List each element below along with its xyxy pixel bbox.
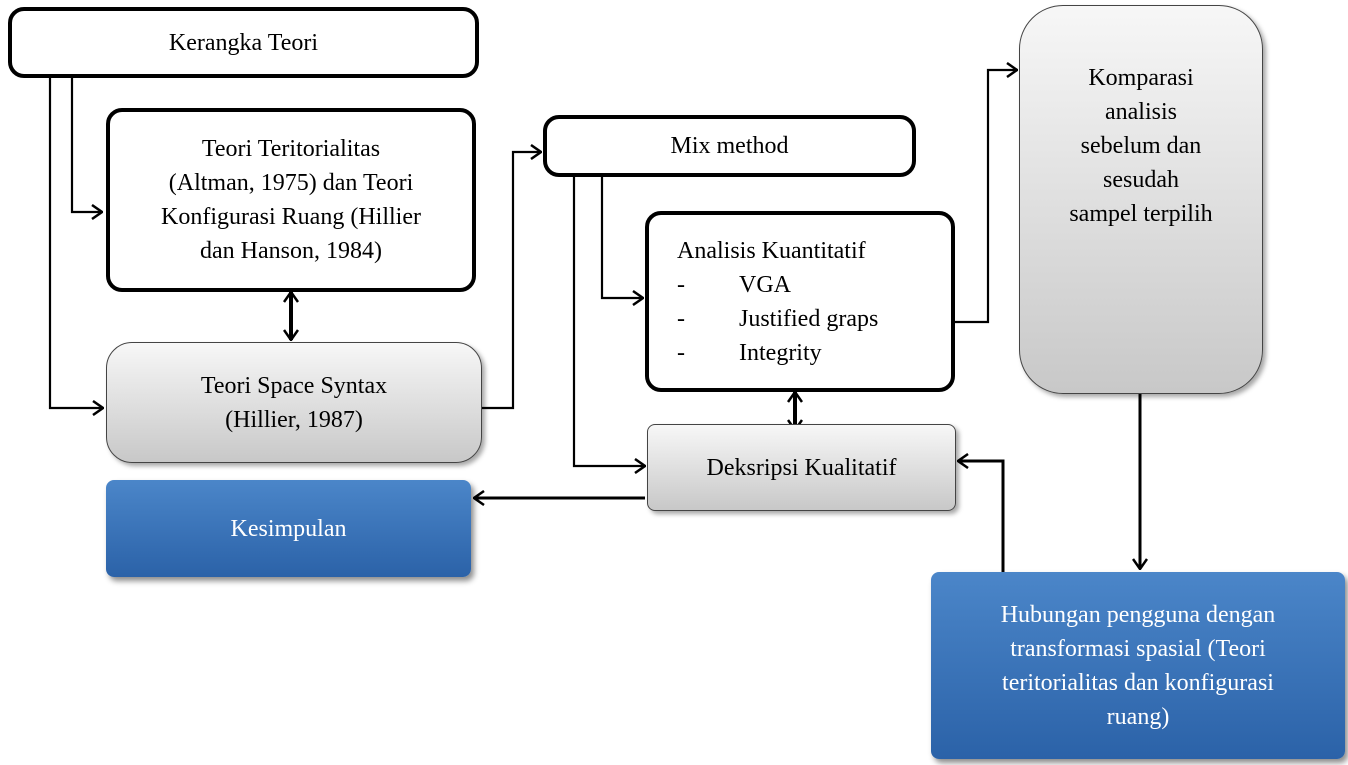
node-line: Komparasi (1088, 65, 1194, 91)
node-line: dan Hanson, 1984) (200, 238, 382, 264)
node-line: (Hillier, 1987) (225, 406, 363, 433)
bullet-dash: - (677, 339, 685, 366)
arrow-mix-method-to-kualitatif (572, 177, 645, 466)
node-mix-method: Mix method (543, 115, 916, 177)
list-item: - VGA (677, 268, 791, 302)
node-label: Deksripsi Kualitatif (706, 454, 897, 481)
node-kerangka-teori: Kerangka Teori (8, 7, 479, 78)
node-teori-teritorialitas: Teori Teritorialitas (Altman, 1975) dan … (106, 108, 476, 292)
node-line: analisis (1105, 99, 1177, 125)
node-line: sesudah (1103, 167, 1179, 193)
list-item: - Integrity (677, 336, 822, 370)
arrow-kuantitatif-to-komparasi (955, 70, 1017, 324)
list-item-label: Integrity (739, 339, 822, 366)
node-line: sampel terpilih (1069, 201, 1213, 227)
node-hubungan-pengguna: Hubungan pengguna dengan transformasi sp… (931, 572, 1345, 759)
list-item-label: Justified graps (739, 305, 879, 332)
node-line: Konfigurasi Ruang (Hillier (161, 204, 421, 230)
node-line: Teori Teritorialitas (201, 136, 381, 162)
node-teori-space-syntax: Teori Space Syntax (Hillier, 1987) (106, 342, 482, 463)
node-kesimpulan: Kesimpulan (106, 480, 471, 577)
node-line: ruang) (1106, 703, 1170, 730)
bullet-dash: - (677, 305, 685, 332)
node-title: Analisis Kuantitatif (677, 237, 866, 264)
node-line: sebelum dan (1080, 133, 1202, 159)
node-komparasi: Komparasi analisis sebelum dan sesudah s… (1019, 5, 1263, 394)
node-deskripsi-kualitatif: Deksripsi Kualitatif (647, 424, 956, 511)
bullet-dash: - (677, 271, 685, 298)
arrow-mix-method-to-kuantitatif (600, 177, 643, 298)
node-label: Mix method (670, 133, 789, 159)
node-line: (Altman, 1975) dan Teori (168, 170, 414, 196)
node-line: transformasi spasial (Teori (1010, 635, 1266, 662)
node-line: Teori Space Syntax (200, 372, 388, 399)
arrow-hubungan-to-kualitatif (958, 461, 1005, 572)
node-line: teritorialitas dan konfigurasi (1002, 669, 1274, 696)
node-analisis-kuantitatif: Analisis Kuantitatif - VGA - Justified gra… (645, 211, 955, 392)
list-item-label: VGA (739, 271, 791, 298)
arrow-kerangka-to-space-syntax (48, 78, 103, 408)
arrow-space-syntax-to-mix-method (482, 152, 541, 410)
arrow-kerangka-to-teritorialitas (70, 78, 102, 212)
node-line: Hubungan pengguna dengan (1000, 601, 1276, 628)
node-label: Kesimpulan (230, 515, 347, 542)
list-item: - Justified graps (677, 302, 878, 336)
node-label: Kerangka Teori (168, 29, 319, 56)
